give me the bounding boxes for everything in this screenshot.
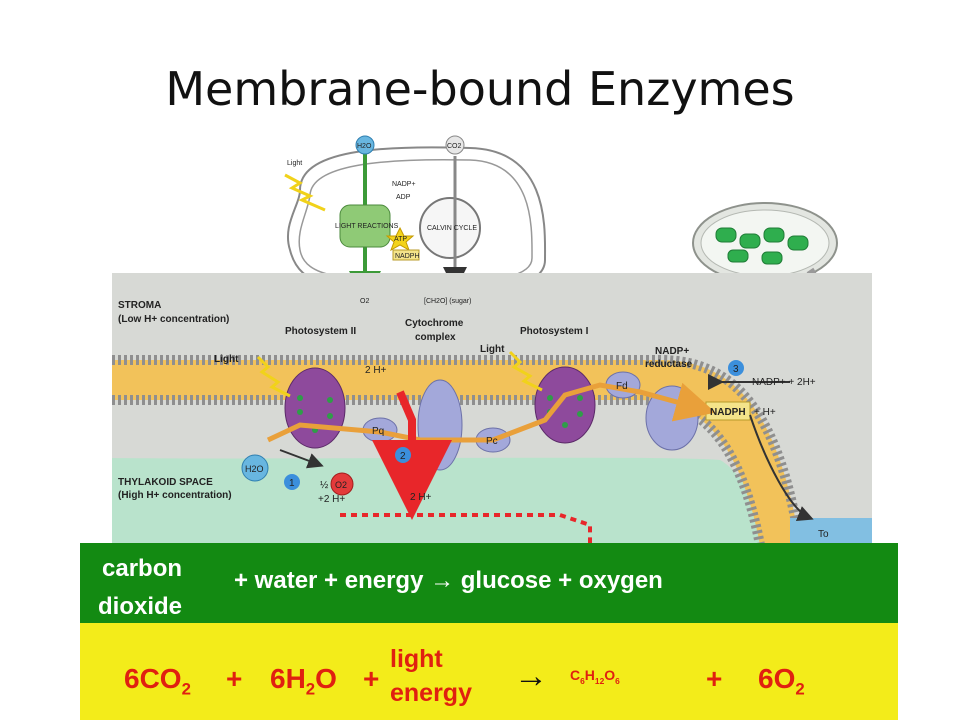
electron-flow	[241, 350, 814, 545]
co2-main: 6CO	[124, 663, 182, 694]
h2o-molecule-icon	[241, 454, 269, 482]
step1-icon	[284, 474, 300, 490]
light-word: light	[390, 645, 443, 673]
pq-label: Pq	[372, 426, 384, 437]
photosystem2-complex	[284, 367, 346, 449]
glucose-c-sub: 6	[580, 675, 585, 686]
h2o-main: 6H	[270, 663, 306, 694]
step2-icon	[395, 447, 411, 463]
plus-1: +	[226, 663, 243, 694]
word-equation-rest: + water + energy → glucose + oxygen	[234, 567, 663, 594]
inset-light-label: Light	[287, 160, 302, 167]
h-top-label: 2 H+	[365, 365, 387, 376]
fd-label: Fd	[616, 381, 628, 392]
inset-o2-label: O2	[360, 298, 369, 305]
h-left-label: +2 H+	[318, 494, 345, 505]
o2-label: O2	[335, 480, 347, 490]
half-label: ½	[320, 480, 329, 491]
nadp-input-label: NADP+ + 2H+	[752, 377, 816, 388]
h2o-tail: O	[315, 663, 337, 694]
inset-sugar-label: [CH2O] (sugar)	[424, 298, 471, 305]
plus-3: +	[706, 663, 723, 694]
thylakoid-sublabel: (High H+ concentration)	[118, 490, 232, 501]
stroma-label: STROMA	[118, 300, 161, 311]
chloroplast-icon	[692, 202, 838, 359]
step3-label: 3	[733, 364, 739, 375]
h-bottom-label: 2 H+	[410, 492, 432, 503]
carbon-word: carbon	[102, 555, 183, 582]
light-reactions-box	[339, 204, 391, 248]
h2o-sub: 2	[305, 679, 316, 699]
nadph-h-label: + H+	[754, 407, 776, 418]
co2-input-icon	[445, 135, 465, 155]
inset-calvin-label: CALVIN CYCLE	[427, 225, 477, 232]
light-right-label: Light	[480, 344, 505, 355]
h2o-label: H2O	[245, 464, 264, 474]
photosystem2-label: Photosystem II	[285, 326, 356, 337]
reaction-arrow-icon: →	[514, 657, 548, 695]
photosystem1-complex	[534, 366, 596, 444]
inset-light-reactions-label: LIGHT REACTIONS	[335, 223, 399, 230]
formula-equation-band: 6CO2 + 6H2O + light energy → C6H12O6 + 6…	[80, 623, 898, 720]
o2-main: 6O	[758, 663, 796, 694]
co2-term: 6CO2	[124, 663, 191, 700]
glucose-o-sub: 6	[615, 675, 620, 686]
cytochrome-label2: complex	[415, 332, 456, 343]
o2-molecule-icon	[330, 472, 354, 496]
slide-title: Membrane-bound Enzymes	[165, 62, 795, 116]
atp-star-icon	[385, 226, 415, 252]
plus-2: +	[363, 663, 380, 694]
inset-nadp-label: NADP+	[392, 181, 416, 188]
glucose-h: H	[584, 667, 595, 683]
h2o-input-icon	[355, 135, 375, 155]
o2-term: 6O2	[758, 663, 805, 700]
cytochrome-complex	[417, 379, 463, 471]
step1-label: 1	[289, 478, 295, 489]
inset-h2o-label: H2O	[357, 143, 372, 150]
cytochrome-label: Cytochrome	[405, 318, 464, 329]
word-equation-band: carbon dioxide + water + energy → glucos…	[80, 543, 898, 623]
light-left-label: Light	[214, 354, 239, 365]
nadph-label: NADPH	[710, 407, 746, 418]
inset-atp-label: ATP	[394, 236, 407, 243]
reductase-label2: reductase	[645, 359, 693, 370]
inset-adp-label: ADP	[396, 194, 411, 201]
photosystem1-label: Photosystem I	[520, 326, 589, 337]
inset-nadph-label: NADPH	[395, 253, 420, 260]
step3-icon	[728, 360, 744, 376]
glucose-c: C	[570, 667, 581, 683]
glucose-o: O	[604, 667, 616, 683]
h2o-term: 6H2O	[270, 663, 337, 700]
thylakoid-label: THYLAKOID SPACE	[118, 477, 213, 488]
dioxide-word: dioxide	[98, 593, 183, 620]
inset-labels: Light H2O CO2 LIGHT REACTIONS CALVIN CYC…	[287, 143, 477, 305]
reductase-label: NADP+	[655, 346, 689, 357]
inset-co2-label: CO2	[447, 143, 462, 150]
o2-sub: 2	[795, 679, 805, 699]
diagram-labels: STROMA (Low H+ concentration) THYLAKOID …	[118, 300, 829, 540]
to-label: To	[818, 529, 829, 540]
to-box	[790, 518, 872, 545]
stroma-sublabel: (Low H+ concentration)	[118, 314, 229, 325]
energy-word: energy	[390, 679, 472, 707]
glucose-formula: C6H12O6	[570, 667, 620, 686]
pc-label: Pc	[486, 436, 498, 447]
step2-label: 2	[400, 451, 406, 462]
calvin-cycle	[419, 197, 481, 259]
glucose-h-sub: 12	[594, 675, 605, 686]
co2-sub: 2	[181, 679, 191, 699]
